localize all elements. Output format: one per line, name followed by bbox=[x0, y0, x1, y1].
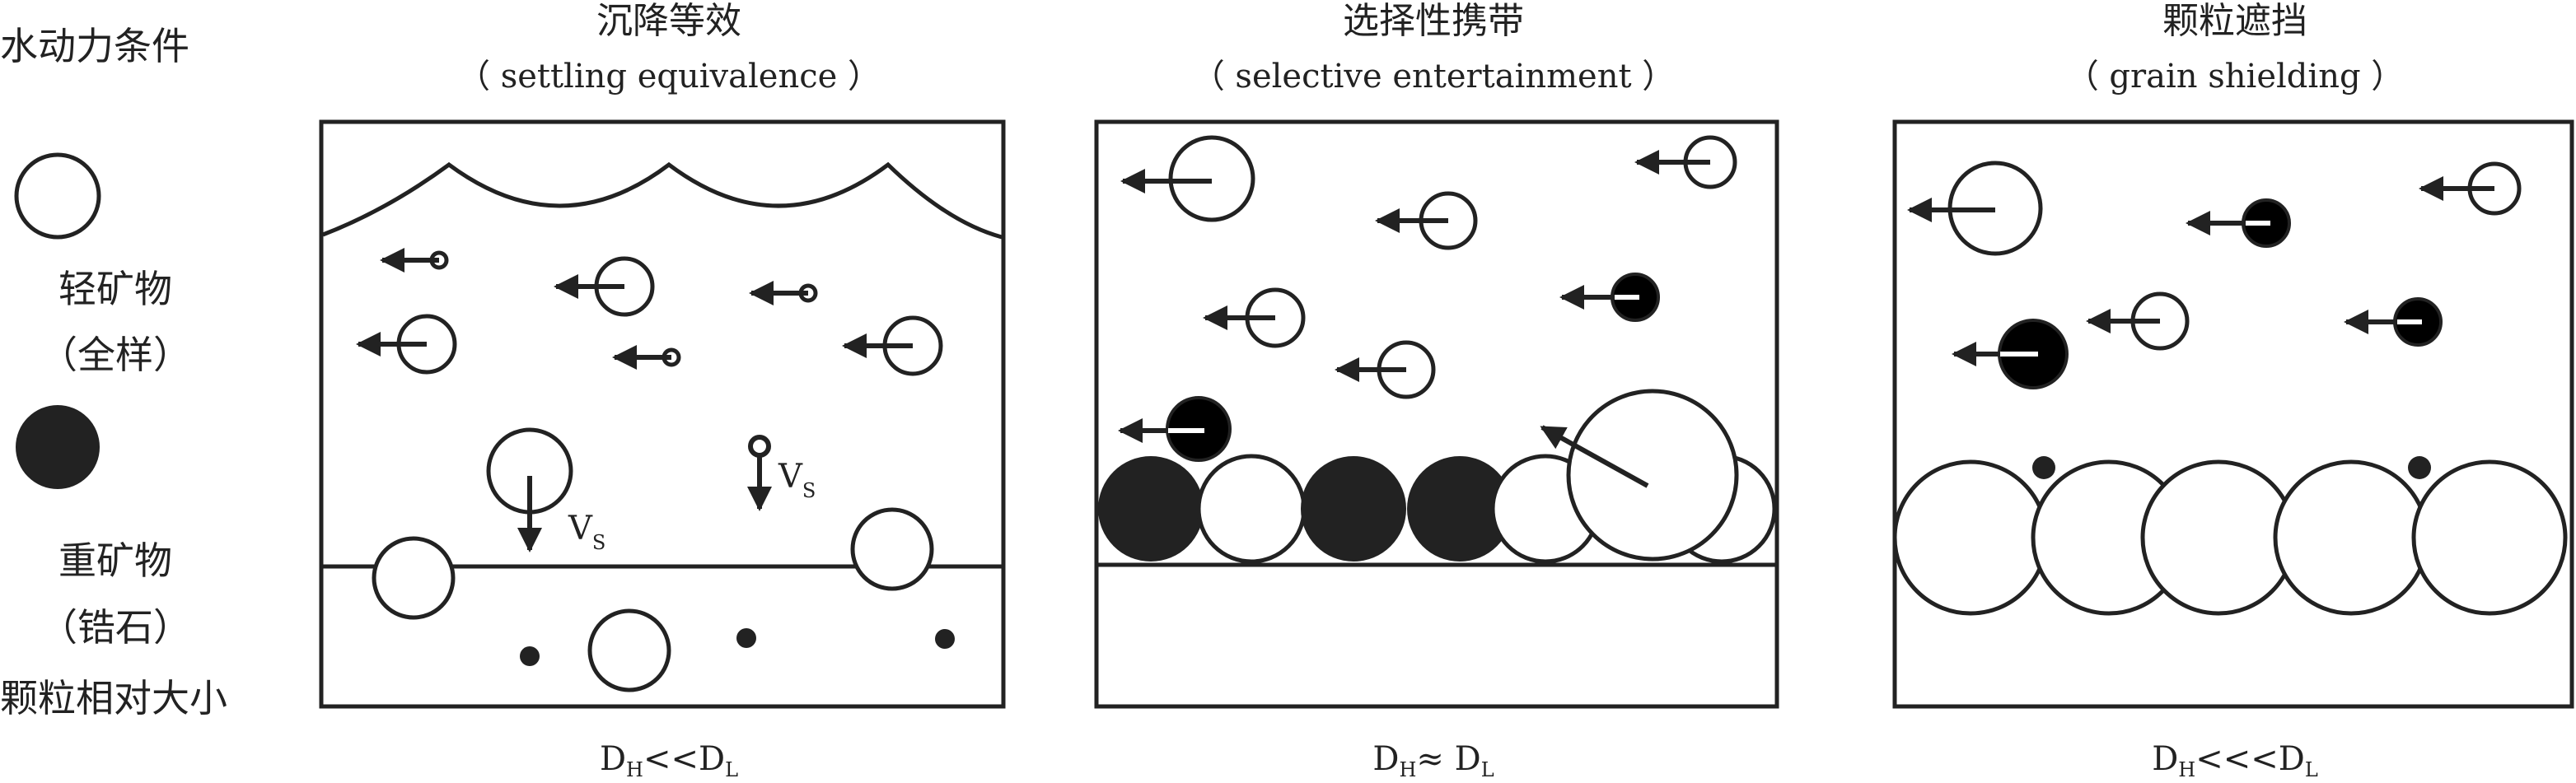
panel3-subtitle: （ grain shielding ） bbox=[2066, 58, 2405, 96]
panel1-frame bbox=[319, 119, 1006, 709]
water-surface-waves bbox=[322, 161, 1003, 240]
label-relative-grain-size: 颗粒相对大小 bbox=[0, 676, 227, 720]
panel1-size-relation: DH<<DL bbox=[600, 740, 738, 781]
label-light-minerals: 轻矿物 bbox=[58, 267, 172, 311]
bed-heavy-grain bbox=[1098, 456, 1204, 562]
panel2-frame bbox=[1094, 119, 1779, 709]
panel1-settling-equivalence: VS VS bbox=[319, 119, 1006, 709]
label-heavy-minerals: 重矿物 bbox=[58, 538, 172, 583]
bed-large-light-grain bbox=[2140, 459, 2297, 616]
bed-large-light-grain bbox=[1892, 459, 2049, 616]
bed-light-grain bbox=[850, 507, 934, 591]
bed-heavy-grain bbox=[935, 629, 955, 649]
bed-light-grain bbox=[372, 536, 456, 620]
velocity-label: VS bbox=[568, 510, 605, 554]
label-hydrodynamic-conditions: 水动力条件 bbox=[0, 24, 189, 68]
panel2-selective-entertainment bbox=[1094, 119, 1779, 709]
panel2-size-relation: DH≈ DL bbox=[1372, 740, 1494, 781]
panel1-subtitle: （ settling equivalence ） bbox=[457, 58, 881, 96]
label-light-minerals-note: （全样） bbox=[40, 333, 191, 377]
panel3-size-relation: DH<<<DL bbox=[2152, 740, 2318, 781]
legend-light-mineral-icon bbox=[14, 152, 101, 240]
bed-light-grain bbox=[1196, 454, 1307, 564]
panel2-title: 选择性携带 bbox=[1343, 0, 1524, 42]
bed-heavy-grain bbox=[1407, 456, 1512, 562]
shielded-heavy-grain bbox=[2032, 456, 2055, 479]
panel3-frame bbox=[1892, 119, 2574, 709]
shielded-heavy-grain bbox=[2408, 456, 2431, 479]
panel2-subtitle: （ selective entertainment ） bbox=[1192, 58, 1676, 96]
velocity-label-2: VS bbox=[778, 458, 816, 502]
panel1-title: 沉降等效 bbox=[596, 0, 741, 42]
settling-heavy-grain bbox=[748, 435, 771, 458]
panel3-grain-shielding bbox=[1892, 119, 2574, 709]
bed-heavy-grain bbox=[1301, 456, 1406, 562]
bed-heavy-grain bbox=[520, 646, 540, 666]
panel3-title: 颗粒遮挡 bbox=[2162, 0, 2307, 42]
bed-large-light-grain bbox=[1566, 389, 1739, 562]
legend-heavy-mineral-icon bbox=[16, 405, 100, 489]
bed-heavy-grain bbox=[736, 628, 756, 648]
bed-large-light-grain bbox=[2411, 459, 2568, 616]
bed-large-light-grain bbox=[2273, 459, 2429, 616]
label-heavy-minerals-note: （锆石） bbox=[40, 605, 191, 650]
entrainment-arrow bbox=[1540, 425, 1649, 488]
bed-light-grain bbox=[587, 608, 671, 692]
